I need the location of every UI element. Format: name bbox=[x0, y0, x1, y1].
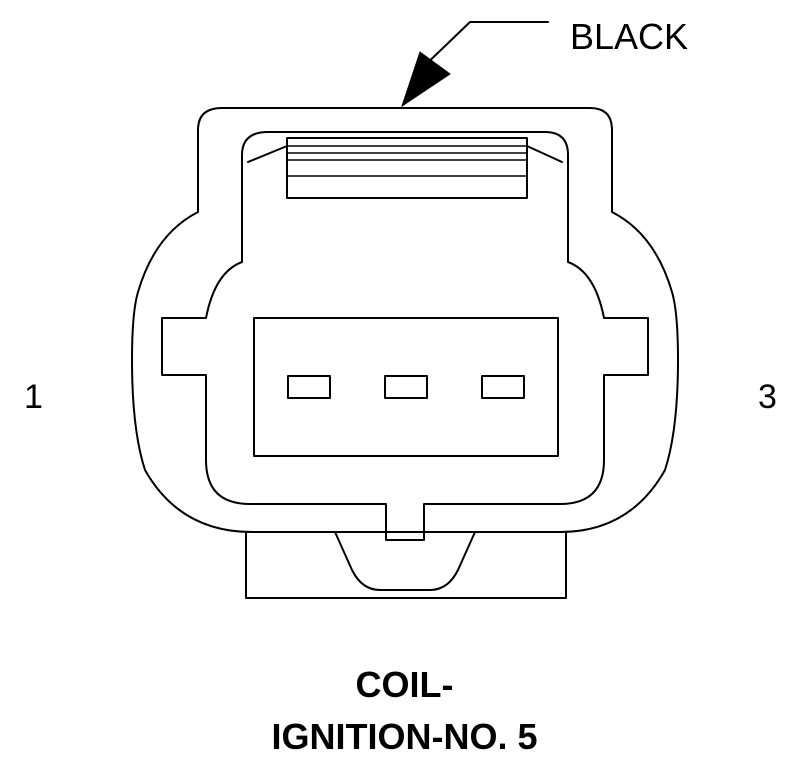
housing-outer bbox=[131, 107, 679, 533]
terminal-pin-3 bbox=[481, 375, 525, 399]
wire-color-label: BLACK bbox=[570, 16, 689, 57]
connector-title-line-2: IGNITION-NO. 5 bbox=[271, 716, 538, 757]
pin-number-first: 1 bbox=[24, 378, 43, 416]
terminal-pin-1 bbox=[287, 375, 331, 399]
pin-number-last: 3 bbox=[758, 378, 777, 416]
terminal-cavity bbox=[253, 317, 559, 457]
color-leader-arrow bbox=[401, 51, 451, 108]
terminal-pin-2 bbox=[384, 375, 428, 399]
color-leader-line bbox=[417, 21, 549, 73]
housing-skirt bbox=[245, 531, 567, 599]
housing-inner bbox=[161, 131, 649, 541]
locking-latch bbox=[247, 137, 563, 199]
connector-title-line-1: COIL- bbox=[355, 664, 454, 705]
housing-key-notch bbox=[334, 531, 476, 591]
